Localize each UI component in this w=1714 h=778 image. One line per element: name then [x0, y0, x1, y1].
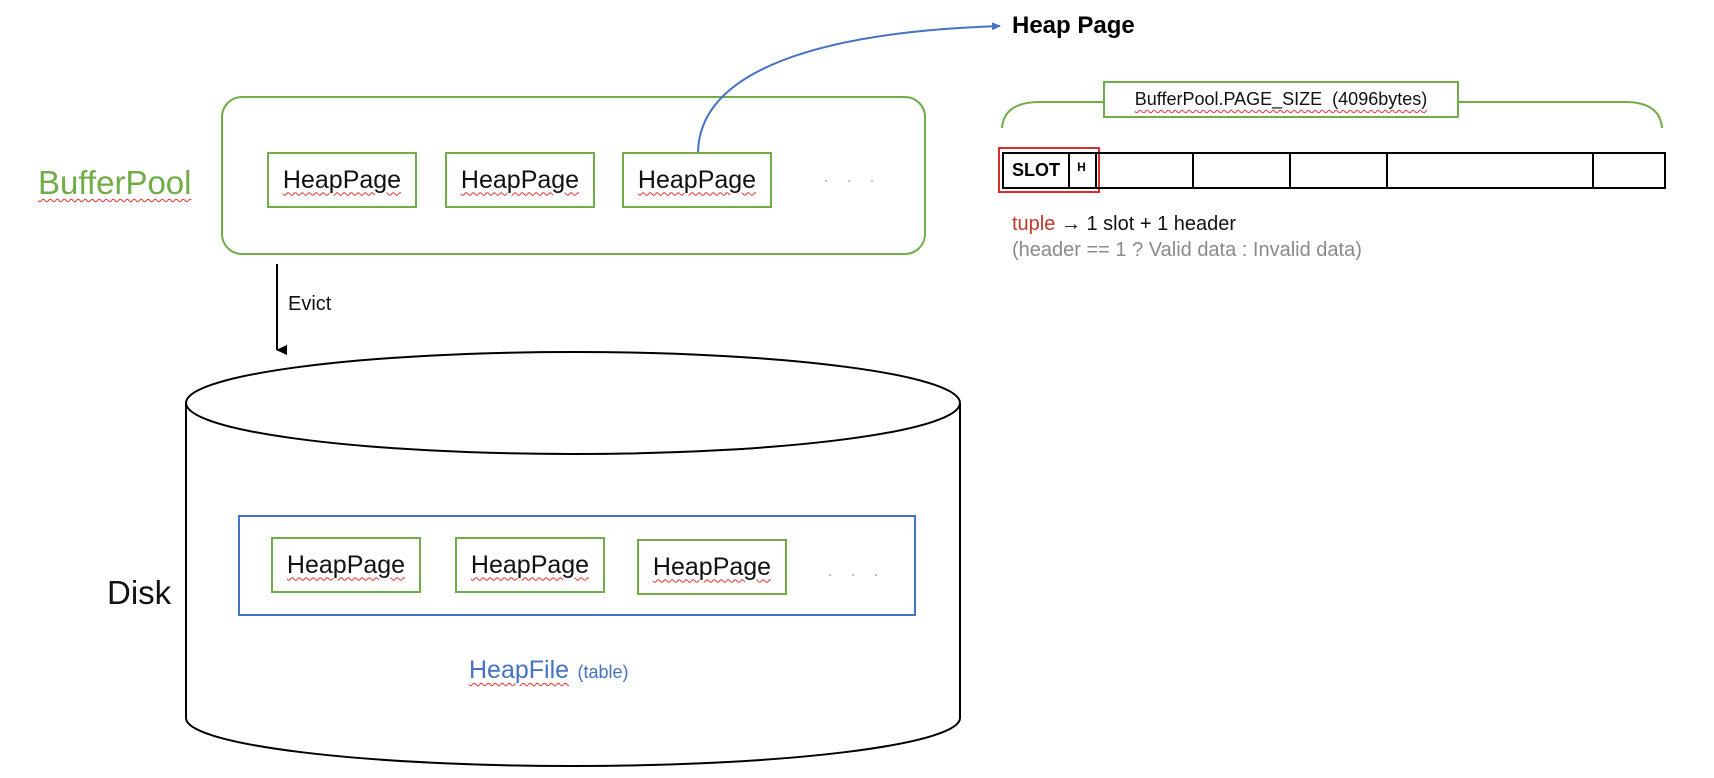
disk-label: Disk [107, 574, 172, 611]
page-cell [1097, 152, 1194, 189]
bufferpool-heappage-1: HeapPage [267, 152, 417, 208]
heapfile-subtitle: (table) [577, 662, 629, 682]
disk-heappage-2: HeapPage [455, 537, 605, 593]
disk-heappage-3: HeapPage [637, 539, 787, 595]
header-rule: (header == 1 ? Valid data : Invalid data… [1012, 239, 1362, 261]
page-cell [1388, 152, 1594, 189]
bufferpool-heappage-3: HeapPage [622, 152, 772, 208]
disk-more-ellipsis: · · · [827, 564, 885, 584]
evict-label: Evict [288, 293, 332, 315]
bufferpool-more-ellipsis: · · · [823, 170, 881, 190]
slot-label: SLOT [1012, 160, 1060, 180]
page-cell [1194, 152, 1291, 189]
page-cell [1291, 152, 1388, 189]
page-size-brace [1001, 101, 1663, 129]
tuple-word: tuple [1012, 213, 1056, 235]
heappage-label: HeapPage [282, 165, 402, 194]
heappage-label: HeapPage [637, 165, 757, 194]
bufferpool-heappage-2: HeapPage [445, 152, 595, 208]
heappage-label: HeapPage [652, 552, 772, 581]
disk-heappage-1: HeapPage [271, 537, 421, 593]
disk-cylinder-top [185, 351, 961, 455]
heappage-label: HeapPage [470, 550, 590, 579]
header-cell: H [1068, 152, 1097, 189]
slot-cell: SLOT [1002, 152, 1070, 189]
heapfile-name: HeapFile [469, 656, 570, 684]
bufferpool-container [221, 96, 926, 255]
heappage-label: HeapPage [460, 165, 580, 194]
page-size-label-box: BufferPool.PAGE_SIZE (4096bytes) [1103, 81, 1459, 118]
zoom-arrow [697, 22, 1001, 153]
header-label: H [1077, 160, 1086, 174]
heapfile-label: HeapFile (table) [469, 658, 629, 683]
page-cell [1594, 152, 1666, 189]
tuple-composition: 1 slot + 1 header [1086, 213, 1237, 235]
tuple-explanation: tuple → 1 slot + 1 header [1012, 214, 1236, 234]
arrow-right-icon: → [1060, 213, 1081, 235]
page-size-label: BufferPool.PAGE_SIZE (4096bytes) [1134, 89, 1428, 109]
bufferpool-label: BufferPool [38, 164, 192, 201]
heappage-label: HeapPage [286, 550, 406, 579]
heapfile-container [238, 515, 916, 616]
slot-highlight [998, 147, 1100, 193]
heap-page-title: Heap Page [1012, 12, 1135, 39]
